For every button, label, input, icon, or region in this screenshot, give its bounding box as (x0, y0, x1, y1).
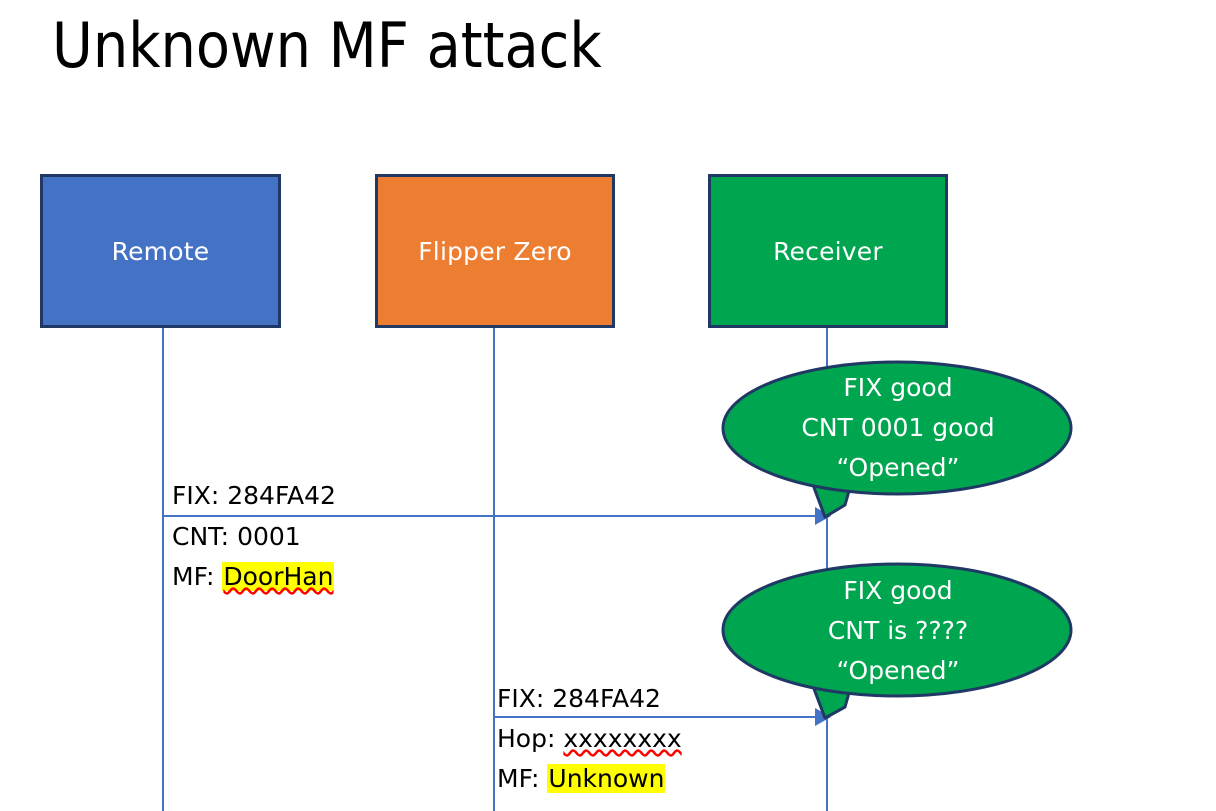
message-1-line-fix: FIX: 284FA42 (172, 476, 336, 516)
message-1-fix-value: 284FA42 (227, 481, 336, 510)
actor-label-flipper-zero: Flipper Zero (418, 236, 572, 266)
actor-box-flipper-zero[interactable]: Flipper Zero (375, 174, 615, 328)
message-1-fix-label: FIX: (172, 481, 228, 510)
message-arrow-1 (163, 507, 831, 525)
callout-bubble-1 (721, 360, 1073, 519)
message-1-mf-value-highlighted: DoorHan (222, 562, 335, 591)
actor-label-receiver: Receiver (773, 236, 883, 266)
actor-box-receiver[interactable]: Receiver (708, 174, 948, 328)
message-2-fix-value: 284FA42 (552, 684, 661, 713)
message-arrow-2 (494, 708, 831, 726)
message-2-fix-label: FIX: (497, 684, 553, 713)
message-2-line-mf: MF: Unknown (497, 759, 666, 799)
message-1-line-mf: MF: DoorHan (172, 557, 335, 597)
message-1-cnt-value: 0001 (237, 522, 301, 551)
message-1-cnt-label: CNT: (172, 522, 238, 551)
actor-box-remote[interactable]: Remote (40, 174, 281, 328)
actor-label-remote: Remote (111, 236, 210, 266)
message-2-mf-value-highlighted: Unknown (547, 764, 666, 793)
callout-bubble-2 (721, 562, 1073, 720)
message-2-hop-label: Hop: (497, 724, 564, 753)
message-2-line-fix: FIX: 284FA42 (497, 679, 661, 719)
message-2-hop-value: xxxxxxxx (563, 724, 682, 753)
message-2-line-hop: Hop: xxxxxxxx (497, 719, 682, 759)
page-title: Unknown MF attack (52, 9, 602, 82)
message-2-mf-label: MF: (497, 764, 548, 793)
message-1-line-cnt: CNT: 0001 (172, 517, 301, 557)
message-1-mf-label: MF: (172, 562, 223, 591)
